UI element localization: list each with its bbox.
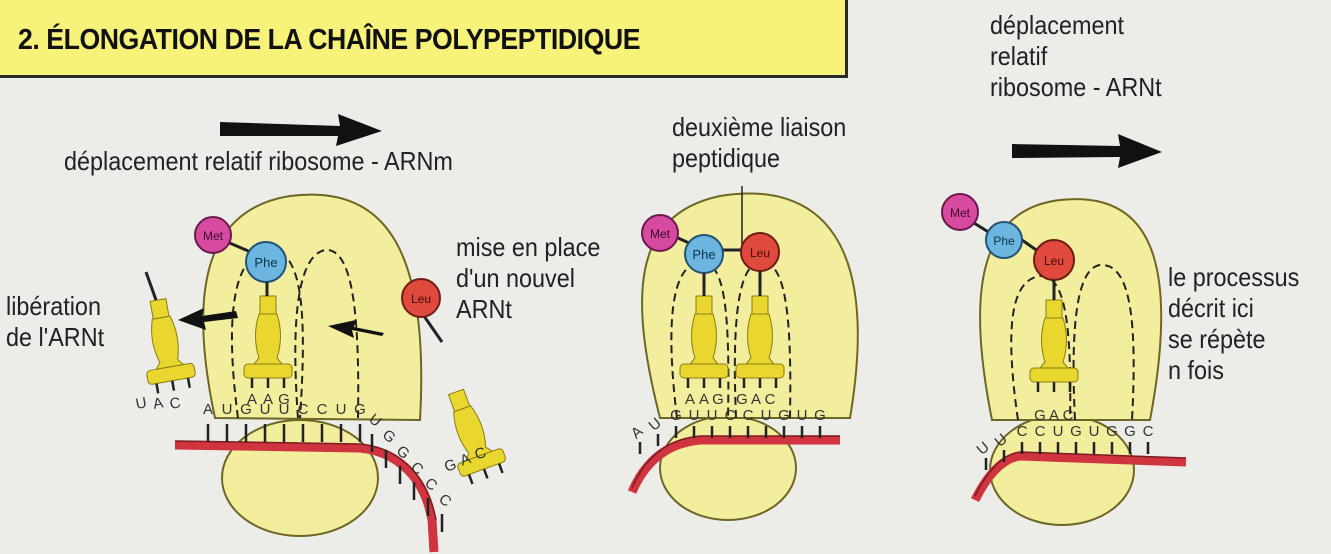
anticodon-base-p2: G [736,391,748,408]
codon-base-p1: C [317,401,328,418]
codon-base-p3: C [1143,423,1154,440]
label-deplacement-arnm: déplacement relatif ribosome - ARNm [64,146,453,177]
anticodon-base-p1: G [278,391,290,408]
codon-base-p2: C [725,407,736,424]
codon-base-p3: G [1124,423,1136,440]
anticodon-base-incoming: G [442,456,459,476]
anticodon-base-p2: A [685,391,695,408]
ribosome-large-subunit-1 [203,195,421,420]
codon-base-p2: U [761,407,772,424]
anticodon-base-p2: G [712,391,724,408]
anticodon-base-p1: A [247,391,257,408]
codon-base-p2: U [797,407,808,424]
anticodon-base-released: C [168,394,182,413]
codon-base-p3: C [1035,423,1046,440]
codon-base-p2: G [814,407,826,424]
panel-2 [632,186,858,520]
codon-base-p3: G [1070,423,1082,440]
panel-3 [942,194,1186,525]
panel-1 [134,114,510,552]
codon-base-p2: G [778,407,790,424]
phe-ball-2 [685,235,723,273]
ribosome-small-subunit-2 [660,416,796,520]
codon-base-p1: U [336,401,347,418]
anticodon-base-p3: A [1049,407,1059,424]
codon-base-p1: G [379,426,399,447]
codon-base-p1: C [298,401,309,418]
codon-base-p2: C [743,407,754,424]
anticodon-base-p2: A [699,391,709,408]
codon-base-p1: C [435,491,454,511]
codon-base-p1: A [203,401,213,418]
met-ball-2 [642,215,678,251]
codon-base-p3: G [1106,423,1118,440]
anticodon-base-released: U [134,394,148,413]
codon-base-p2: U [707,407,718,424]
anticodon-base-p3: G [1034,407,1046,424]
codon-base-p2: U [689,407,700,424]
anticodon-base-released: A [152,394,165,412]
codon-base-p1: G [354,401,366,418]
met-ball-3 [942,194,978,230]
trna-incoming [433,384,510,487]
phe-ball-3 [986,222,1022,258]
codon-base-p2: G [670,407,682,424]
trna-released [134,296,197,395]
leu-ball-2 [741,233,779,271]
anticodon-base-p2: C [765,391,776,408]
anticodon-base-p2: A [751,391,761,408]
anticodon-base-p3: C [1063,407,1074,424]
leu-ball-3 [1034,240,1074,280]
codon-base-p2: A [628,423,647,442]
leu-ball-incoming [402,279,440,317]
codon-base-p3: U [973,439,992,459]
phe-ball-1 [246,242,286,282]
codon-base-p1: U [222,401,233,418]
arrow-arnt [1012,134,1162,168]
codon-base-p3: U [1053,423,1064,440]
anticodon-base-p1: A [263,391,273,408]
codon-base-p3: C [1017,423,1028,440]
arrow-arnm [220,114,382,146]
codon-base-p3: U [1089,423,1100,440]
met-ball-1 [195,217,231,253]
